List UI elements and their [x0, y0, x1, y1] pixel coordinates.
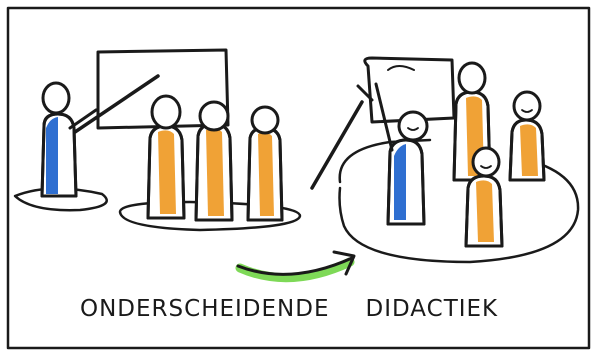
- student-figure-right-3: [464, 146, 504, 248]
- teacher-figure: [40, 81, 98, 198]
- right-scene-differentiated: [310, 56, 580, 264]
- outer-frame: [6, 6, 591, 350]
- left-scene-frontal: [13, 48, 302, 232]
- student-figure-1: [146, 94, 186, 220]
- transition-arrow: [235, 250, 356, 283]
- caption-word-1: ONDERSCHEIDENDE: [80, 296, 330, 322]
- caption-word-2: DIDACTIEK: [365, 296, 499, 322]
- caption: ONDERSCHEIDENDE DIDACTIEK: [80, 296, 498, 322]
- pointer-left: [73, 74, 160, 134]
- student-figure-right-2: [508, 90, 546, 182]
- board-left: [96, 48, 230, 130]
- teacher-figure-right: [374, 82, 429, 226]
- board-right: [363, 56, 456, 124]
- student-figure-2: [194, 100, 234, 222]
- pointer-right: [310, 100, 364, 190]
- student-figure-3: [246, 105, 284, 222]
